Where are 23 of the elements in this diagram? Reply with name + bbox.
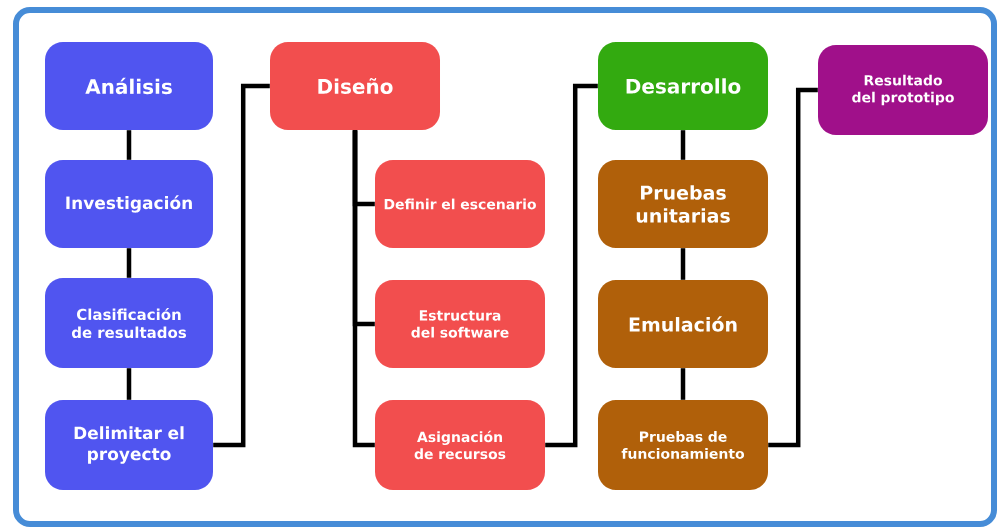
process-box: Delimitar el proyecto (45, 400, 213, 490)
process-box: Emulación (598, 280, 768, 368)
process-box: Análisis (45, 42, 213, 130)
process-box: Pruebas unitarias (598, 160, 768, 248)
connector (213, 83, 270, 448)
connector (680, 248, 686, 280)
connector (352, 130, 375, 448)
process-box: Desarrollo (598, 42, 768, 130)
process-box: Diseño (270, 42, 440, 130)
process-box: Investigación (45, 160, 213, 248)
process-box: Pruebas de funcionamiento (598, 400, 768, 490)
connector (126, 130, 132, 160)
process-box: Estructura del software (375, 280, 545, 368)
connector (768, 87, 818, 448)
connector (126, 368, 132, 400)
connector (126, 248, 132, 278)
process-box: Definir el escenario (375, 160, 545, 248)
process-box: Asignación de recursos (375, 400, 545, 490)
connector (545, 83, 598, 448)
connector (680, 368, 686, 400)
process-box: Clasificación de resultados (45, 278, 213, 368)
connector (680, 130, 686, 160)
process-box: Resultado del prototipo (818, 45, 988, 135)
